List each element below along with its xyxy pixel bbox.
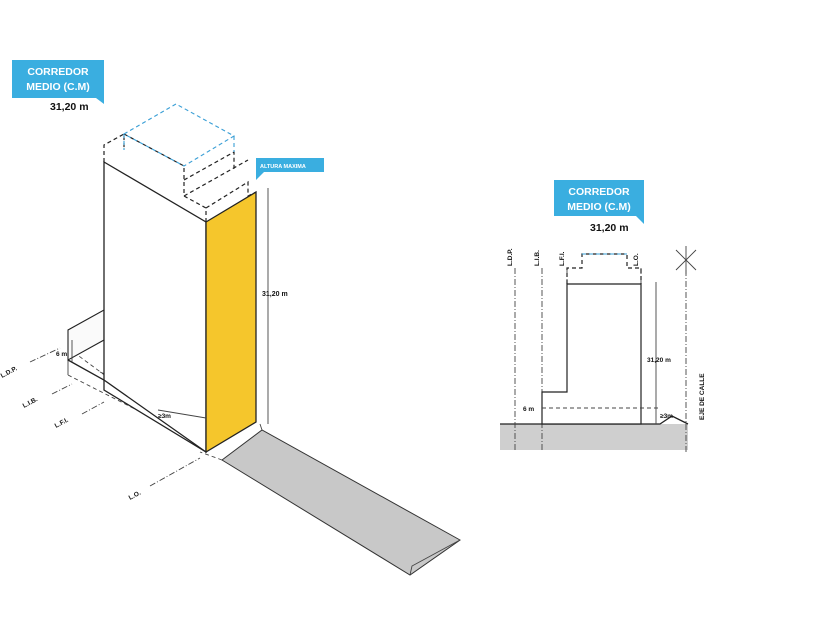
altura-maxima-face bbox=[205, 190, 257, 454]
iso-dim-height: 31,20 m bbox=[262, 291, 288, 298]
section-ground bbox=[500, 424, 688, 450]
iso-callout: CORREDOR MEDIO (C.M) 31,20 m bbox=[12, 60, 104, 113]
section-label-lfi: L.F.I. bbox=[559, 251, 566, 266]
iso-lfi-line bbox=[81, 401, 105, 415]
iso-ldp-line bbox=[29, 347, 61, 363]
section-label-lib: L.I.B. bbox=[534, 250, 541, 266]
street-edge-2 bbox=[409, 539, 461, 576]
upper-box bbox=[122, 103, 236, 167]
section-callout-line2: MEDIO (C.M) bbox=[567, 201, 631, 213]
axis-symbol bbox=[675, 246, 697, 274]
iso-label-lo: L.O. bbox=[128, 490, 143, 502]
section-stepped-top bbox=[566, 253, 642, 284]
iso-height-value: 31,20 m bbox=[50, 101, 89, 113]
iso-label-lfi: L.F.I. bbox=[54, 417, 70, 430]
street-curb bbox=[199, 451, 223, 461]
section-view: CORREDOR MEDIO (C.M) 31,20 m 31,20 m 6 m… bbox=[500, 180, 706, 452]
tower-base bbox=[67, 359, 207, 453]
street-edge bbox=[259, 423, 263, 431]
iso-lo-line bbox=[149, 457, 201, 487]
section-height-value: 31,20 m bbox=[590, 222, 629, 234]
section-callout: CORREDOR MEDIO (C.M) 31,20 m bbox=[554, 180, 644, 234]
section-dim-6: 6 m bbox=[523, 406, 534, 413]
iso-callout-line1: CORREDOR bbox=[27, 66, 89, 78]
section-dim-height: 31,20 m bbox=[647, 357, 671, 364]
iso-dim-6: 6 m bbox=[56, 351, 67, 358]
section-label-ldp: L.D.P. bbox=[507, 248, 514, 266]
section-callout-line1: CORREDOR bbox=[568, 186, 630, 198]
iso-label-ldp: L.D.P. bbox=[0, 365, 19, 380]
altura-tag bbox=[256, 158, 324, 180]
altura-tag-text: ALTURA MAXIMA bbox=[260, 164, 306, 170]
section-building bbox=[541, 283, 642, 425]
dim-3-line bbox=[157, 409, 207, 419]
iso-lib-line bbox=[51, 383, 73, 395]
iso-callout-line2: MEDIO (C.M) bbox=[26, 81, 90, 93]
section-axis-label: EJE DE CALLE bbox=[699, 373, 706, 420]
isometric-view: CORREDOR MEDIO (C.M) 31,20 m 31,20 m bbox=[0, 60, 461, 576]
section-label-lo: L.O. bbox=[633, 253, 640, 266]
iso-label-lib: L.I.B. bbox=[22, 396, 39, 410]
base-block bbox=[67, 309, 105, 361]
section-callout-box bbox=[554, 180, 644, 224]
street-strip bbox=[221, 429, 461, 576]
tower-side bbox=[103, 160, 207, 454]
section-dim-3: ≥3m bbox=[660, 413, 673, 420]
iso-callout-box bbox=[12, 60, 104, 104]
iso-dim-3: ≥3m bbox=[158, 413, 171, 420]
